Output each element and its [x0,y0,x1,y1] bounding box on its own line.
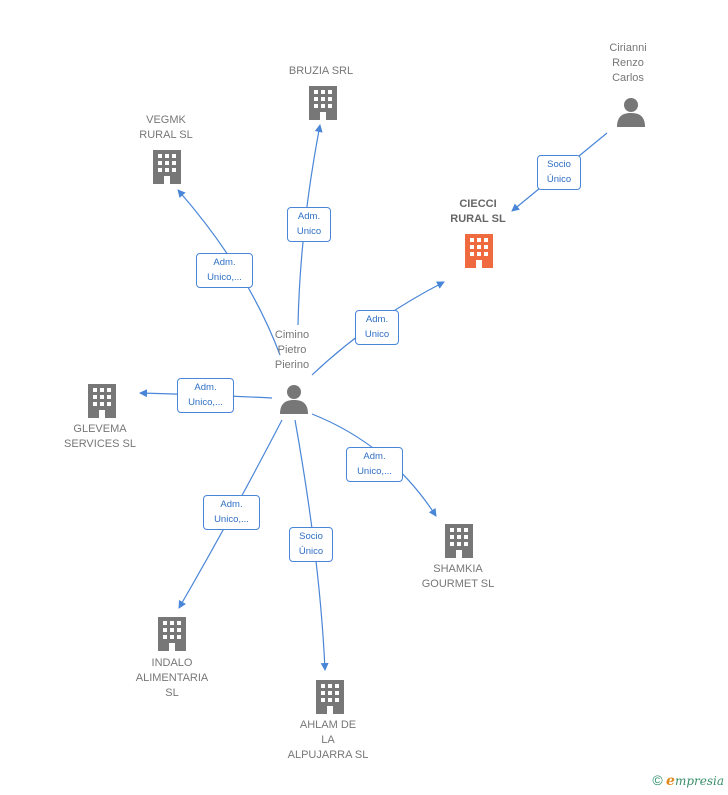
building-icon[interactable] [445,524,473,558]
node-label-cimino[interactable]: Cimino Pietro Pierino [274,329,310,371]
relation-box[interactable]: Adm. Unico,... [346,447,403,482]
node-label-vegmk[interactable]: VEGMK RURAL SL [139,114,193,141]
brand-footer: © empresia [652,772,724,789]
person-icon[interactable] [280,385,308,414]
building-icon[interactable] [316,680,344,714]
node-label-bruzia[interactable]: BRUZIA SRL [288,65,354,77]
brand-logo: empresia [666,773,724,789]
node-label-glevema[interactable]: GLEVEMA SERVICES SL [64,423,136,450]
relation-box[interactable]: Adm. Unico [287,207,331,242]
relation-box[interactable]: Adm. Unico,... [177,378,234,413]
node-label-cirianni[interactable]: Cirianni Renzo Carlos [609,42,647,84]
node-label-indalo[interactable]: INDALO ALIMENTARIA SL [135,657,209,699]
node-label-shamkia[interactable]: SHAMKIA GOURMET SL [421,563,495,590]
copyright-icon: © [652,772,663,788]
relation-box[interactable]: Adm. Unico,... [196,253,253,288]
relation-box[interactable]: Socio Único [289,527,333,562]
person-icon[interactable] [617,98,645,127]
relation-box[interactable]: Adm. Unico [355,310,399,345]
building-icon[interactable] [158,617,186,651]
building-icon[interactable] [88,384,116,418]
building-icon[interactable] [465,234,493,268]
node-label-ciecci[interactable]: CIECCI RURAL SL [450,198,506,225]
building-icon[interactable] [153,150,181,184]
building-icon[interactable] [309,86,337,120]
node-label-ahlam[interactable]: AHLAM DE LA ALPUJARRA SL [287,719,369,761]
relation-box[interactable]: Adm. Unico,... [203,495,260,530]
relation-box[interactable]: Socio Único [537,155,581,190]
